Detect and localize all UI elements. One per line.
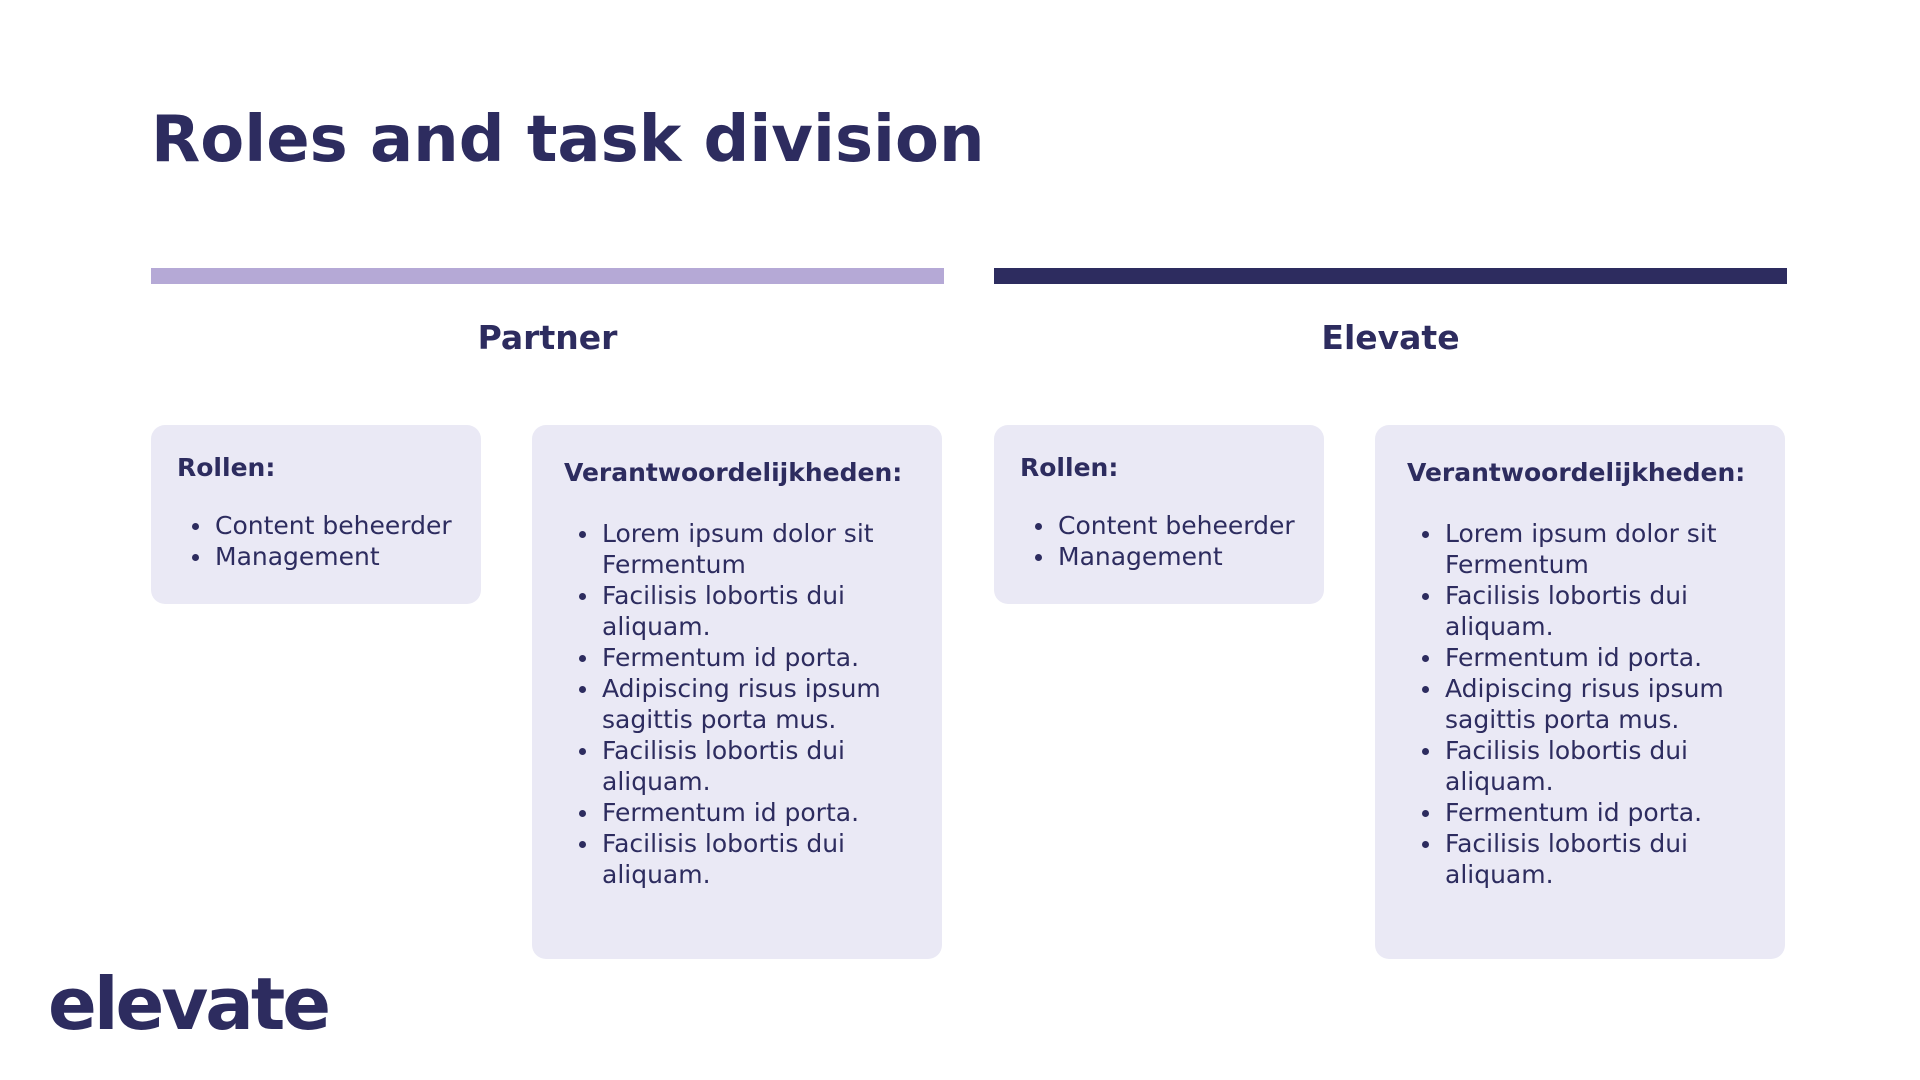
partner-roles-card: Rollen: Content beheerder Management (151, 425, 481, 604)
list-item: Lorem ipsum dolor sit Fermentum (564, 518, 922, 580)
list-item: Facilisis lobortis dui aliquam. (1407, 735, 1765, 797)
partner-responsibilities-card: Verantwoordelijkheden: Lorem ipsum dolor… (532, 425, 942, 959)
list-item: Facilisis lobortis dui aliquam. (564, 580, 922, 642)
elevate-logo: elevate (48, 962, 331, 1046)
partner-responsibilities-list: Lorem ipsum dolor sit Fermentum Facilisi… (564, 518, 922, 890)
list-item: Content beheerder (177, 510, 461, 541)
partner-roles-heading: Rollen: (177, 453, 276, 482)
partner-column-heading: Partner (477, 318, 618, 357)
elevate-responsibilities-heading: Verantwoordelijkheden: (1407, 458, 1746, 487)
list-item: Fermentum id porta. (1407, 797, 1765, 828)
partner-responsibilities-heading: Verantwoordelijkheden: (564, 458, 903, 487)
elevate-responsibilities-list: Lorem ipsum dolor sit Fermentum Facilisi… (1407, 518, 1765, 890)
elevate-column-heading: Elevate (1321, 318, 1460, 357)
partner-accent-bar (151, 268, 944, 284)
elevate-roles-heading: Rollen: (1020, 453, 1119, 482)
elevate-roles-card: Rollen: Content beheerder Management (994, 425, 1324, 604)
slide-title: Roles and task division (151, 103, 985, 177)
list-item: Lorem ipsum dolor sit Fermentum (1407, 518, 1765, 580)
list-item: Adipiscing risus ipsum sagittis porta mu… (564, 673, 922, 735)
list-item: Facilisis lobortis dui aliquam. (1407, 828, 1765, 890)
list-item: Fermentum id porta. (564, 642, 922, 673)
partner-roles-list: Content beheerder Management (177, 510, 461, 572)
list-item: Facilisis lobortis dui aliquam. (1407, 580, 1765, 642)
elevate-accent-bar (994, 268, 1787, 284)
list-item: Facilisis lobortis dui aliquam. (564, 828, 922, 890)
list-item: Management (1020, 541, 1304, 572)
elevate-responsibilities-card: Verantwoordelijkheden: Lorem ipsum dolor… (1375, 425, 1785, 959)
list-item: Content beheerder (1020, 510, 1304, 541)
elevate-roles-list: Content beheerder Management (1020, 510, 1304, 572)
list-item: Fermentum id porta. (564, 797, 922, 828)
list-item: Management (177, 541, 461, 572)
list-item: Fermentum id porta. (1407, 642, 1765, 673)
list-item: Facilisis lobortis dui aliquam. (564, 735, 922, 797)
list-item: Adipiscing risus ipsum sagittis porta mu… (1407, 673, 1765, 735)
